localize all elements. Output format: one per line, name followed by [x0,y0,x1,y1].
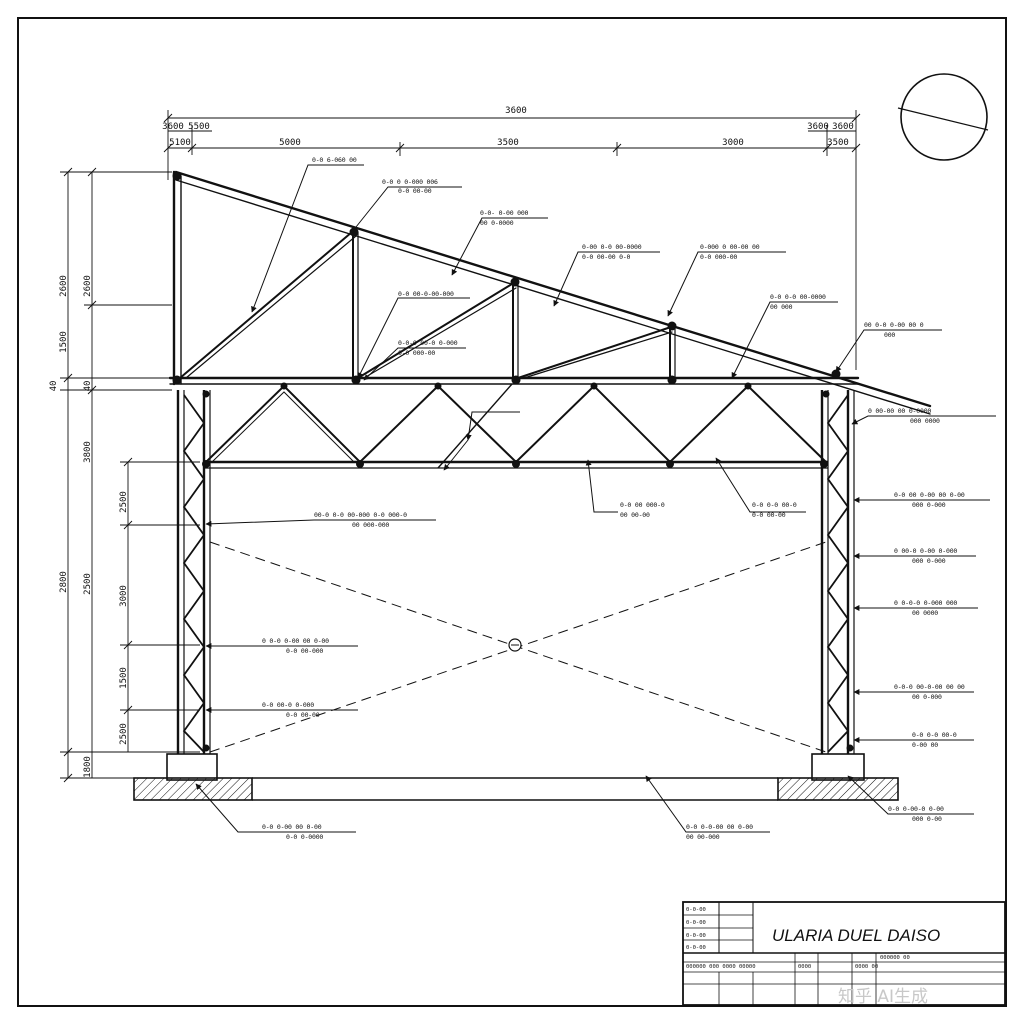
callout-text: 00 00-00 [620,511,650,519]
callout-text: 0-0 000-00 [700,253,737,261]
orientation-circle-line [897,107,989,131]
dim-col-seg-3: 1500 [119,667,129,689]
dim-right-edge-a: 3600 [807,122,829,132]
callout-text: 00 000-000 [352,521,389,529]
callout-text: 000 [884,331,895,339]
callout-text: 0-0 00-0-00-000 [398,290,454,298]
callout-text: 0-00 0-0 00-0000 [582,243,642,251]
dim-span-1: 5000 [279,138,301,148]
callout-text: 0-0-0 00-0 0-000 [398,339,458,347]
callout-text: 0-0 00-00 [286,711,320,719]
title-block-cell: 000000 00 [880,955,910,961]
callout-text: 0-0 00 0-00 00 0-00 [894,491,965,499]
callout-text: 0-000 0 00-00 00 [700,243,760,251]
callout-text: 000 0-00 [912,815,942,823]
dim-left-edge-b: 5500 [188,122,210,132]
dim-eave-a: 40 [49,381,59,392]
callout-text: 0-0 0-0-00 00 0-00 [686,823,753,831]
callout-text: 000 0000 [910,417,940,425]
callout-text: 0-0 0-0 00-0000 [770,293,826,301]
callout-text: 0-0 0-0000 [286,833,323,841]
dim-base: 1800 [83,756,93,778]
callout-text: 0-0 0 0-000 006 [382,178,438,186]
callout-text: 0-0-0 00-0-00 00 00 [894,683,965,691]
top-dimension-lines [163,110,861,370]
dim-eave-b: 40 [83,381,93,392]
callout-text: 0-0 00-00 [752,511,786,519]
callout-text: 0 0-0 0-00 00 0-00 [262,637,329,645]
callout-text: 0-0 6-060 00 [312,156,357,164]
dim-left-edge-a: 3600 [162,122,184,132]
callout-text: 00 0-0000 [480,219,514,227]
title-block-cell: 0000 [798,964,811,970]
callout-text: 0-0 0-0 00-0 [752,501,797,509]
dim-roof-lower: 1500 [59,331,69,353]
dim-right-sub: 3500 [827,138,849,148]
dim-column-upper: 3800 [83,441,93,463]
callout-labels: 0-0 6-060 00 0-0 0 0-000 006 0-0 00-00 0… [262,156,965,841]
callout-text: 00 00-000 [686,833,720,841]
main-girder-truss [204,383,828,469]
title-block-title: ULARIA DUEL DAISO [772,926,940,945]
watermark: 知乎 AI生成 [838,987,928,1007]
callout-text: 0-0- 0-00 000 [480,209,529,217]
callout-text: 0-0 00-00 [398,187,432,195]
title-block-cell: 0000 00 [855,964,878,970]
joint-nodes [172,171,854,752]
callout-text: 00 0-000 [912,693,942,701]
dim-roof-upper-inner: 2600 [83,275,93,297]
callout-text: 0-00 00 [912,741,938,749]
title-block [682,901,1006,1006]
dim-right-edge-b: 3600 [832,122,854,132]
title-block-cell: 0-0-00 [686,920,706,926]
callout-text: 0-0 0-0 00-0 [912,731,957,739]
callout-text: 0 00-0 0-00 0-000 [894,547,957,555]
dim-overall: 3600 [505,106,527,116]
title-block-cell: 0-0-00 [686,907,706,913]
dim-column-lower: 2500 [83,573,93,595]
callout-text: 000 0-000 [912,501,946,509]
callout-text: 00 0000 [912,609,938,617]
dim-span-3: 3000 [722,138,744,148]
dim-left-sub: 5100 [169,138,191,148]
callout-text: 00 0-0 0-00 00 0 [864,321,924,329]
dim-col-seg-2: 3000 [119,585,129,607]
dim-col-seg-4: 2500 [119,723,129,745]
right-column [820,390,855,756]
callout-text: 0-0 00-00 0-0 [582,253,631,261]
callout-text: 0-0 0-00 00 0-00 [262,823,322,831]
dim-col-seg-1: 2500 [119,491,129,513]
callout-text: 0-0 00-0 0-000 [262,701,314,709]
callout-text: 0 0-0-0 0-000 000 [894,599,957,607]
title-block-cell: 0-0-00 [686,933,706,939]
callout-text: 000 0-000 [912,557,946,565]
callout-leaders [195,164,996,833]
title-block-cell: 000000 000 0000 00000 [686,964,756,970]
dim-span-2: 3500 [497,138,519,148]
callout-text: 0-0 00-000 [286,647,323,655]
callout-text: 00 000 [770,303,793,311]
orientation-circle [900,73,988,161]
callout-text: 0-0 0-00-0 0-00 [888,805,944,813]
left-column [176,390,211,756]
foundations [133,753,899,801]
left-dimension-lines [60,167,200,783]
title-block-cell: 0-0-00 [686,945,706,951]
callout-text: 0 00-00 00 0-0000 [868,407,931,415]
callout-text: 0-0 000-00 [398,349,435,357]
dim-column-overall: 2800 [59,571,69,593]
sheet-border [17,17,1007,1007]
callout-text: 0-0 00 000-0 [620,501,665,509]
dim-roof-upper: 2600 [59,275,69,297]
callout-text: 00-0 0-0 00-000 0-0 000-0 [314,511,407,519]
